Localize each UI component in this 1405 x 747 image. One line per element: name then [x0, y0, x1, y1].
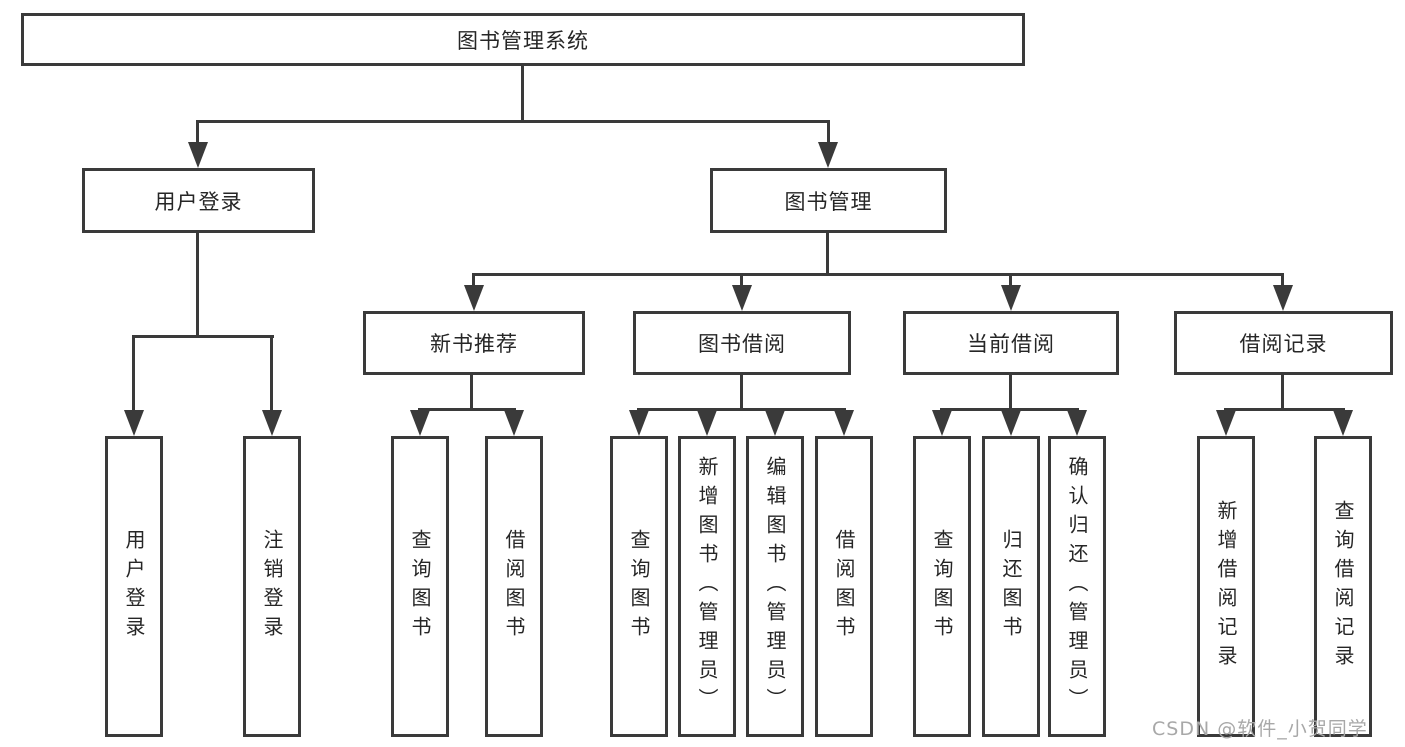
- leaf-borrow-edit-books-admin: 编辑图书（管理员）: [746, 436, 804, 737]
- connector-line: [1281, 373, 1284, 411]
- leaf-logout: 注销登录: [243, 436, 301, 737]
- node-new-book-recommendation: 新书推荐: [363, 311, 585, 375]
- leaf-records-add-record-label: 新增借阅记录: [1214, 499, 1238, 674]
- leaf-borrow-add-books-admin: 新增图书（管理员）: [678, 436, 736, 737]
- connector-line: [1009, 273, 1012, 289]
- leaf-recommend-query-books: 查询图书: [391, 436, 449, 737]
- connector-line: [472, 273, 1284, 276]
- arrow-down-icon: [1067, 410, 1087, 436]
- node-book-borrowing-label: 图书借阅: [698, 332, 786, 356]
- node-user-login-label: 用户登录: [154, 189, 243, 214]
- leaf-recommend-borrow-books: 借阅图书: [485, 436, 543, 737]
- arrow-down-icon: [1333, 410, 1353, 436]
- leaf-recommend-borrow-books-label: 借阅图书: [502, 528, 526, 645]
- arrow-down-icon: [1216, 410, 1236, 436]
- leaf-current-confirm-return-admin-label: 确认归还（管理员）: [1065, 456, 1089, 717]
- connector-line: [270, 335, 273, 412]
- connector-line: [133, 335, 274, 338]
- connector-line: [740, 273, 743, 289]
- node-book-management: 图书管理: [710, 168, 947, 233]
- connector-line: [1009, 373, 1012, 411]
- arrow-down-icon: [629, 410, 649, 436]
- arrow-down-icon: [1001, 285, 1021, 311]
- arrow-down-icon: [504, 410, 524, 436]
- node-borrowing-records: 借阅记录: [1174, 311, 1393, 375]
- leaf-current-return-books-label: 归还图书: [999, 528, 1023, 645]
- arrow-down-icon: [732, 285, 752, 311]
- arrow-down-icon: [188, 142, 208, 168]
- node-current-borrowing: 当前借阅: [903, 311, 1119, 375]
- arrow-down-icon: [818, 142, 838, 168]
- leaf-borrow-query-books-label: 查询图书: [627, 528, 651, 645]
- leaf-user-login: 用户登录: [105, 436, 163, 737]
- leaf-borrow-borrow-books: 借阅图书: [815, 436, 873, 737]
- connector-line: [196, 120, 830, 123]
- connector-line: [470, 373, 473, 411]
- leaf-records-query-record-label: 查询借阅记录: [1331, 499, 1355, 674]
- arrow-down-icon: [124, 410, 144, 436]
- connector-line: [196, 120, 199, 146]
- leaf-logout-label: 注销登录: [260, 528, 284, 645]
- leaf-records-add-record: 新增借阅记录: [1197, 436, 1255, 737]
- connector-line: [1224, 408, 1345, 411]
- arrow-down-icon: [410, 410, 430, 436]
- node-book-management-label: 图书管理: [784, 189, 873, 214]
- node-user-login: 用户登录: [82, 168, 315, 233]
- connector-line: [521, 64, 524, 122]
- node-root-label: 图书管理系统: [457, 28, 589, 53]
- connector-line: [826, 231, 829, 275]
- arrow-down-icon: [1001, 410, 1021, 436]
- arrow-down-icon: [765, 410, 785, 436]
- leaf-records-query-record: 查询借阅记录: [1314, 436, 1372, 737]
- node-borrowing-records-label: 借阅记录: [1239, 332, 1328, 356]
- node-root: 图书管理系统: [21, 13, 1025, 66]
- leaf-borrow-edit-books-admin-label: 编辑图书（管理员）: [763, 456, 787, 717]
- leaf-current-query-books-label: 查询图书: [930, 528, 954, 645]
- leaf-borrow-query-books: 查询图书: [610, 436, 668, 737]
- leaf-current-return-books: 归还图书: [982, 436, 1040, 737]
- connector-line: [637, 408, 846, 411]
- connector-line: [1281, 273, 1284, 289]
- leaf-recommend-query-books-label: 查询图书: [408, 528, 432, 645]
- connector-line: [472, 273, 475, 289]
- csdn-watermark: CSDN @软件_小贺同学: [1152, 718, 1368, 740]
- leaf-current-confirm-return-admin: 确认归还（管理员）: [1048, 436, 1106, 737]
- node-new-book-recommendation-label: 新书推荐: [430, 332, 518, 356]
- connector-line: [740, 373, 743, 411]
- arrow-down-icon: [697, 410, 717, 436]
- connector-line: [418, 408, 516, 411]
- leaf-user-login-label: 用户登录: [122, 528, 146, 645]
- leaf-borrow-borrow-books-label: 借阅图书: [832, 528, 856, 645]
- node-current-borrowing-label: 当前借阅: [967, 332, 1055, 356]
- arrow-down-icon: [464, 285, 484, 311]
- arrow-down-icon: [932, 410, 952, 436]
- arrow-down-icon: [834, 410, 854, 436]
- connector-line: [196, 231, 199, 337]
- leaf-current-query-books: 查询图书: [913, 436, 971, 737]
- leaf-borrow-add-books-admin-label: 新增图书（管理员）: [695, 456, 719, 717]
- connector-line: [827, 120, 830, 146]
- arrow-down-icon: [1273, 285, 1293, 311]
- connector-line: [132, 335, 135, 412]
- connector-line: [940, 408, 1079, 411]
- arrow-down-icon: [262, 410, 282, 436]
- node-book-borrowing: 图书借阅: [633, 311, 851, 375]
